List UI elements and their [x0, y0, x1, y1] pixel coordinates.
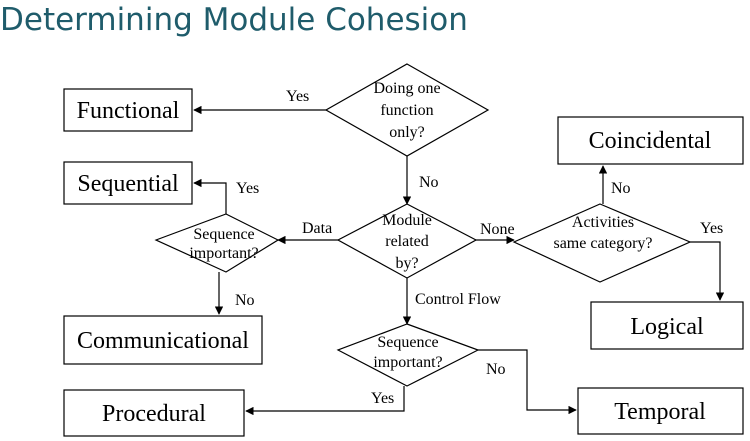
box-communicational-label: Communicational [77, 328, 249, 354]
box-logical: Logical [590, 301, 744, 350]
decision-seq-data: Sequence important? [154, 213, 280, 273]
edge-seq-data-yes [193, 178, 227, 214]
label-seq-control-yes: Yes [371, 390, 394, 407]
box-logical-label: Logical [630, 314, 704, 340]
decision-one-function-line-3: only? [389, 124, 425, 141]
decision-module-related-line-1: Module [382, 212, 432, 229]
decision-one-function-line-1: Doing one [373, 80, 440, 97]
label-one-function-yes: Yes [286, 88, 309, 105]
label-seq-data-yes: Yes [236, 180, 259, 197]
box-functional: Functional [63, 88, 193, 132]
decision-same-category-line-1: Activities [572, 214, 634, 231]
label-same-category-yes: Yes [700, 220, 723, 237]
decision-module-related-line-3: by? [395, 255, 418, 272]
edge-seq-control-no [478, 349, 577, 415]
flowchart-edges [193, 105, 725, 416]
box-sequential: Sequential [63, 161, 193, 205]
box-functional-label: Functional [77, 98, 180, 124]
box-communicational: Communicational [63, 315, 263, 365]
label-seq-control-no: No [486, 361, 506, 378]
decision-same-category-line-2: same category? [553, 235, 652, 252]
decision-module-related: Module related by? [336, 203, 478, 279]
label-same-category-no: No [611, 180, 631, 197]
box-sequential-label: Sequential [77, 171, 179, 197]
box-coincidental-label: Coincidental [589, 128, 712, 154]
label-related-none: None [480, 221, 515, 238]
decision-one-function: Doing one function only? [324, 63, 490, 157]
box-procedural-label: Procedural [102, 401, 206, 427]
decision-same-category: Activities same category? [512, 203, 692, 283]
label-related-control: Control Flow [415, 291, 501, 308]
decision-module-related-line-2: related [385, 233, 429, 250]
edge-labels: Yes No Data None Control Flow Yes No No … [235, 88, 723, 407]
decision-seq-data-line-2: important? [189, 245, 258, 262]
box-temporal: Temporal [577, 387, 744, 435]
decision-seq-control-line-1: Sequence [377, 334, 438, 351]
box-procedural: Procedural [63, 389, 245, 437]
page-title: Determining Module Cohesion [0, 2, 468, 38]
label-seq-data-no: No [235, 292, 255, 309]
box-temporal-label: Temporal [614, 399, 706, 425]
edge-same-category-yes [690, 241, 725, 301]
decision-seq-control-line-2: important? [373, 354, 442, 371]
label-related-data: Data [302, 220, 332, 237]
edge-seq-control-yes [245, 386, 405, 416]
decision-seq-control: Sequence important? [336, 323, 480, 387]
decision-seq-data-line-1: Sequence [193, 226, 254, 243]
box-coincidental: Coincidental [557, 116, 744, 165]
decision-one-function-line-2: function [380, 102, 433, 119]
label-one-function-no: No [419, 174, 439, 191]
